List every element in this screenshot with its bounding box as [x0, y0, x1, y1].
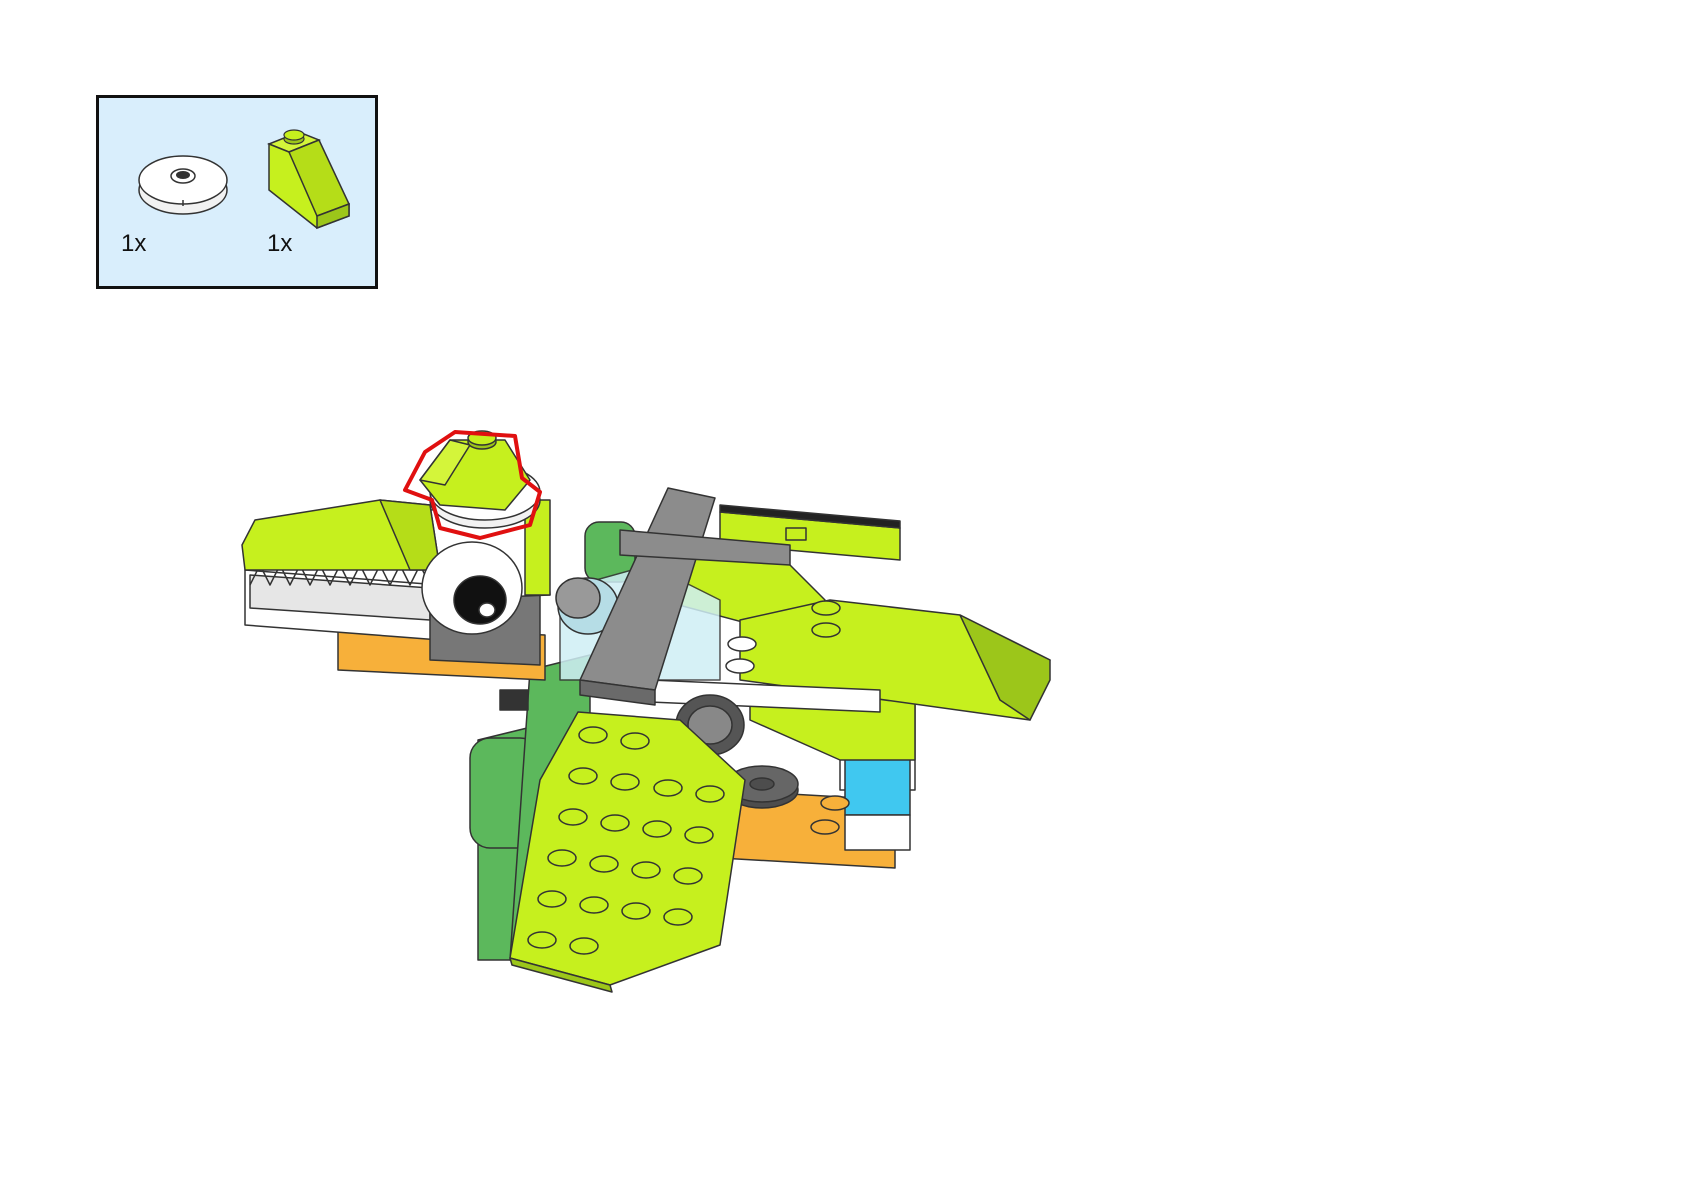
round-tile-icon: [138, 155, 228, 215]
part-quantity: 1x: [121, 230, 147, 257]
head-wedge: [241, 499, 441, 571]
highlight-outline: [403, 430, 542, 540]
eye: [421, 541, 523, 635]
front-stud-plate: [509, 711, 746, 993]
gray-beam: [579, 487, 791, 706]
parts-list-panel: 1x 1x: [96, 95, 378, 289]
new-slope-brick: [419, 430, 531, 511]
slope-brick-icon: [266, 129, 351, 230]
part-quantity: 1x: [267, 230, 293, 257]
